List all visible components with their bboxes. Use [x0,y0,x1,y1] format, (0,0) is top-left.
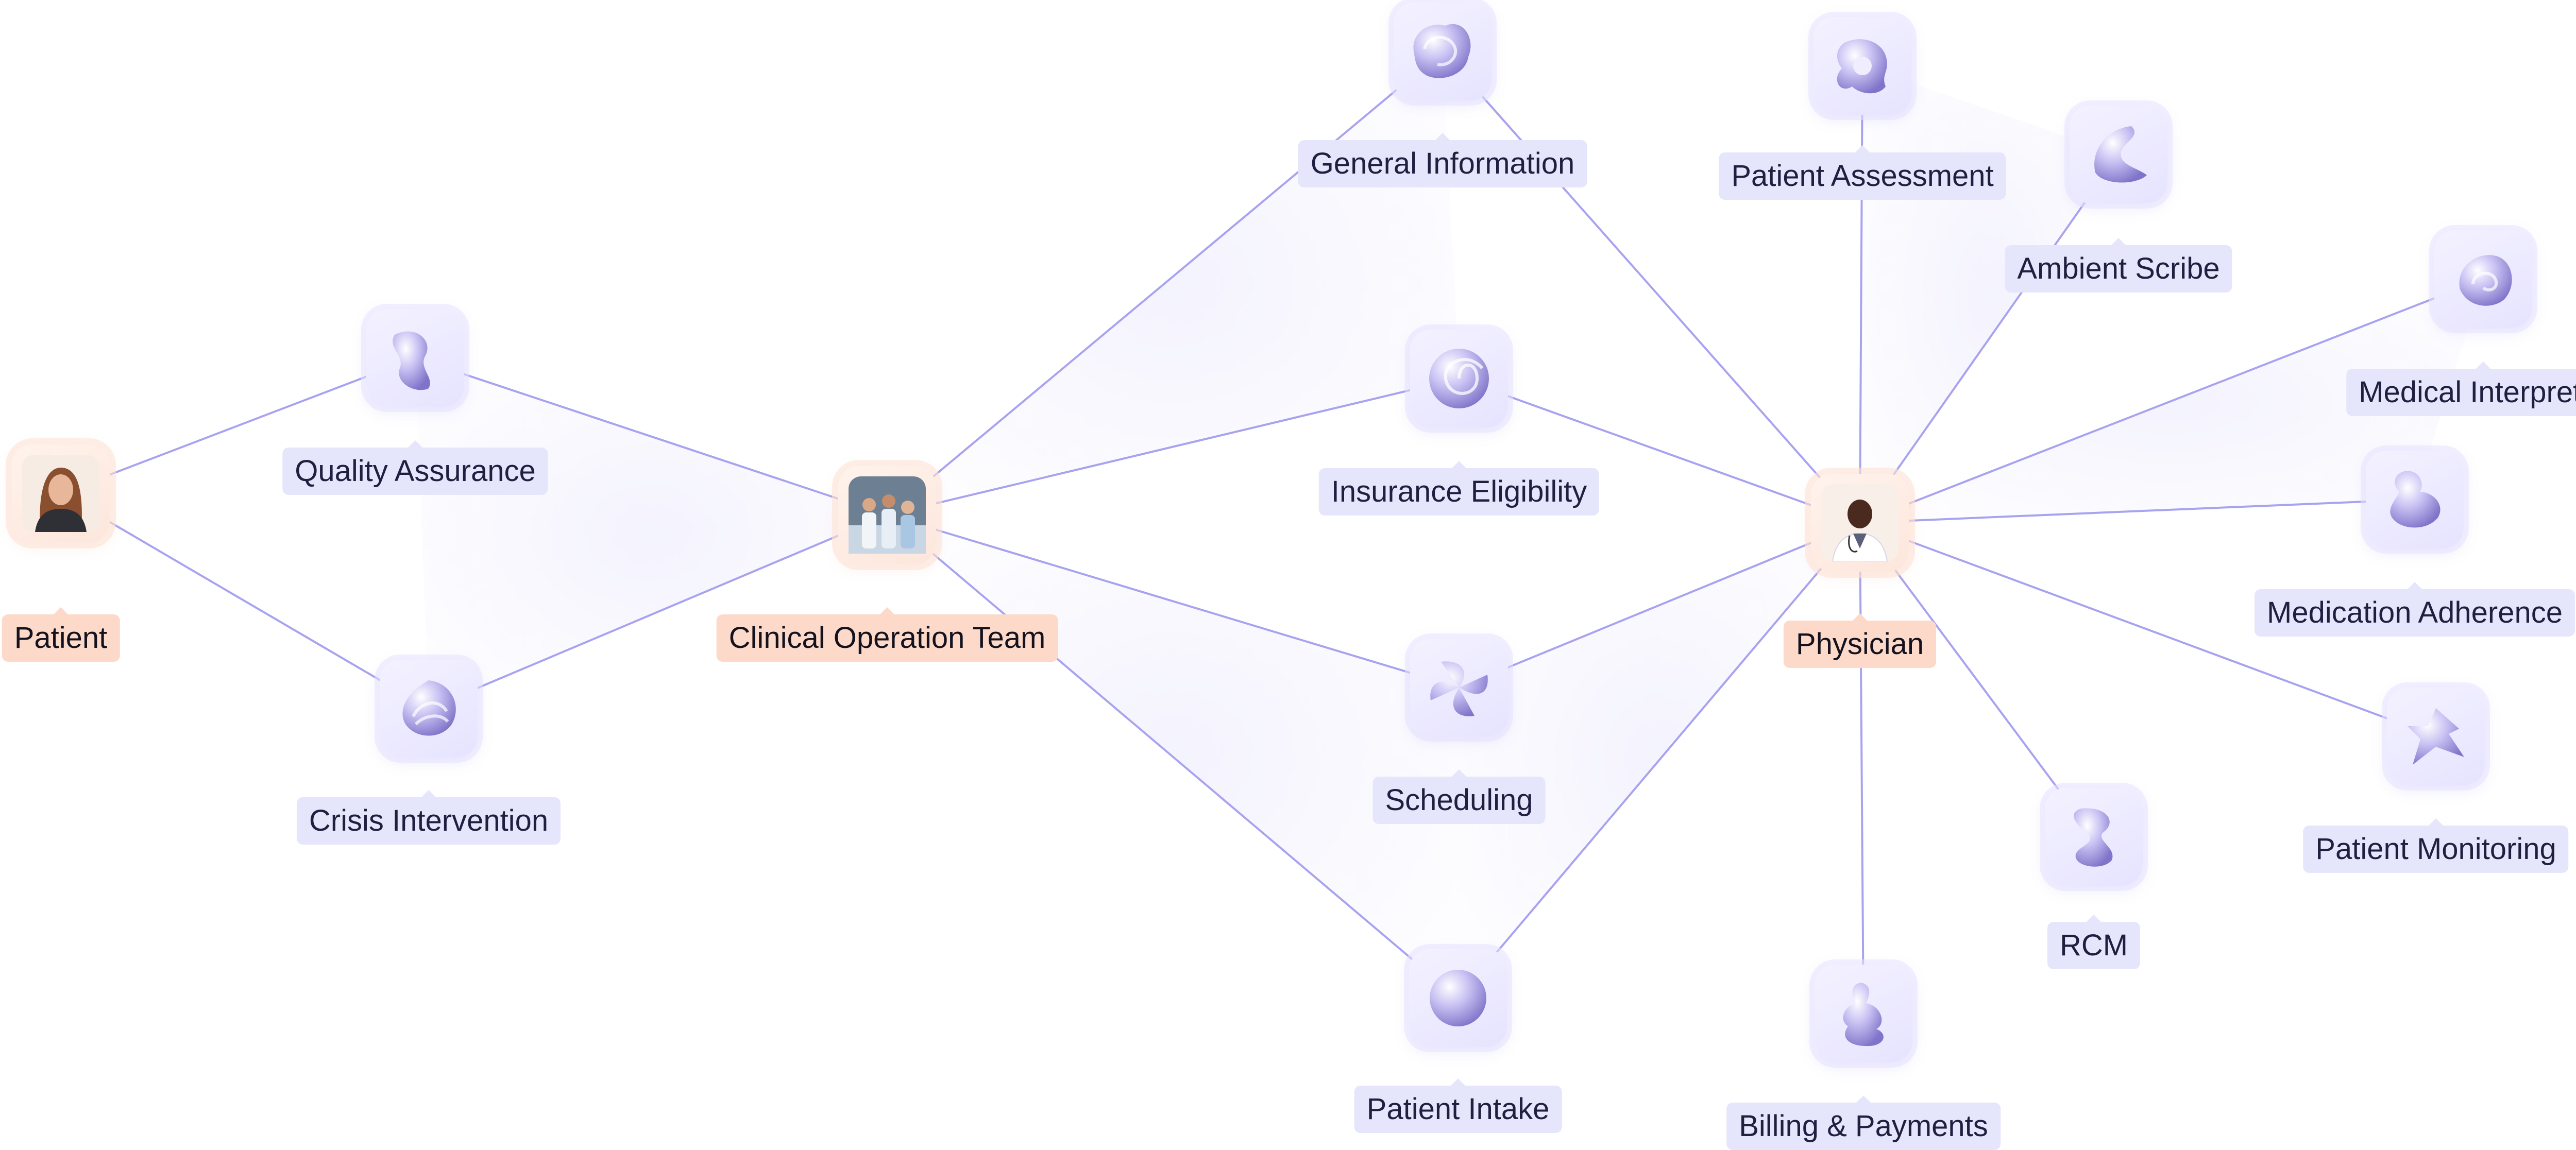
adherence-tile[interactable] [2366,451,2464,548]
crisis-label: Crisis Intervention [296,797,561,845]
edge-quality-clinical [415,357,888,516]
edge-physician-adherence [1859,499,2415,524]
scribe-label-pointer [2111,238,2126,245]
physician-tile[interactable] [1811,474,1909,572]
patient-label-pointer [54,607,68,614]
twisted-ribbon-icon [393,331,430,390]
physician-label-pointer [1853,613,1867,621]
geninfo-label-pointer [1435,133,1450,140]
edge-intake-physician [1457,522,1861,999]
wavy-blob-icon [2390,471,2441,528]
rcm-tile[interactable] [2045,788,2143,886]
interpreter-tile[interactable] [2434,230,2532,328]
edge-physician-interpreter [1859,278,2484,524]
physician-label: Physician [1783,621,1937,668]
assessment-label-pointer [1855,145,1870,152]
crisis-tile[interactable] [380,660,478,758]
insurance-label: Insurance Eligibility [1318,468,1600,516]
edge-scheduling-physician [1459,522,1860,689]
billing-tile[interactable] [1815,965,1912,1062]
insurance-label-pointer [1452,461,1466,468]
team-photo-icon [849,476,926,554]
interpreter-label: Medical Interpreter [2346,369,2576,416]
billing-label-pointer [1856,1095,1871,1103]
quality-label-pointer [408,440,422,448]
adherence-label: Medication Adherence [2255,589,2575,637]
intake-tile[interactable] [1409,949,1507,1047]
patient-label: Patient [2,614,120,662]
edge-insurance-physician [1459,377,1860,524]
curved-shell-icon [2094,126,2147,183]
rcm-label-pointer [2087,915,2101,922]
interpreter-label-pointer [2476,362,2490,369]
coiled-shell-icon [2459,255,2512,306]
assessment-label: Patient Assessment [1719,152,2006,200]
edge-geninfo-physician [1442,50,1861,524]
scribe-tile[interactable] [2070,106,2167,203]
scheduling-label-pointer [1452,769,1466,777]
edge-physician-scribe [1859,153,2120,524]
edge-clinical-insurance [887,377,1460,516]
monitoring-label: Patient Monitoring [2303,826,2569,873]
edge-clinical-intake [886,514,1459,999]
intake-label: Patient Intake [1354,1086,1562,1133]
rcm-label: RCM [2047,922,2141,969]
layered-rose-icon [1413,24,1471,78]
fan-shade-0 [887,52,1459,515]
monitoring-label-pointer [2429,818,2443,826]
physician-photo-icon [1821,484,1899,561]
edge-clinical-scheduling [887,514,1460,689]
quality-tile[interactable] [366,309,464,407]
scheduling-tile[interactable] [1410,639,1508,736]
edge-physician-monitoring [1859,522,2436,737]
spiral-flower-icon [1429,349,1489,408]
edge-patient-quality [60,357,416,494]
crisis-label-pointer [421,790,436,797]
clinical-label: Clinical Operation Team [716,614,1058,662]
edge-clinical-geninfo [886,50,1444,516]
assessment-tile[interactable] [1814,17,1911,115]
geninfo-tile[interactable] [1394,3,1492,100]
edge-physician-rcm [1859,522,2095,838]
sphere-icon [1430,970,1486,1026]
clinical-label-pointer [880,607,894,614]
insurance-tile[interactable] [1410,330,1508,427]
pinwheel-icon [1430,661,1488,716]
scribe-label: Ambient Scribe [2005,245,2232,293]
geninfo-label: General Information [1298,140,1587,187]
draped-cloth-icon [1843,983,1884,1046]
scheduling-label: Scheduling [1372,777,1546,824]
edge-patient-crisis [60,492,430,710]
edge-crisis-clinical [428,514,888,710]
s-curve-icon [2074,808,2113,867]
edge-physician-billing [1859,522,1865,1014]
fan-shade-2 [415,358,887,709]
folded-origami-icon [2408,708,2464,765]
patient-photo-icon [22,455,99,532]
knot-icon [1837,39,1887,94]
adherence-label-pointer [2408,582,2422,589]
patient-tile[interactable] [12,444,110,542]
intake-label-pointer [1451,1078,1465,1086]
quality-label: Quality Assurance [282,448,548,495]
edge-physician-assessment [1859,65,1863,523]
billing-label: Billing & Payments [1726,1103,2001,1150]
clinical-tile[interactable] [838,466,936,564]
swirl-cream-icon [402,680,456,736]
monitoring-tile[interactable] [2387,688,2485,785]
